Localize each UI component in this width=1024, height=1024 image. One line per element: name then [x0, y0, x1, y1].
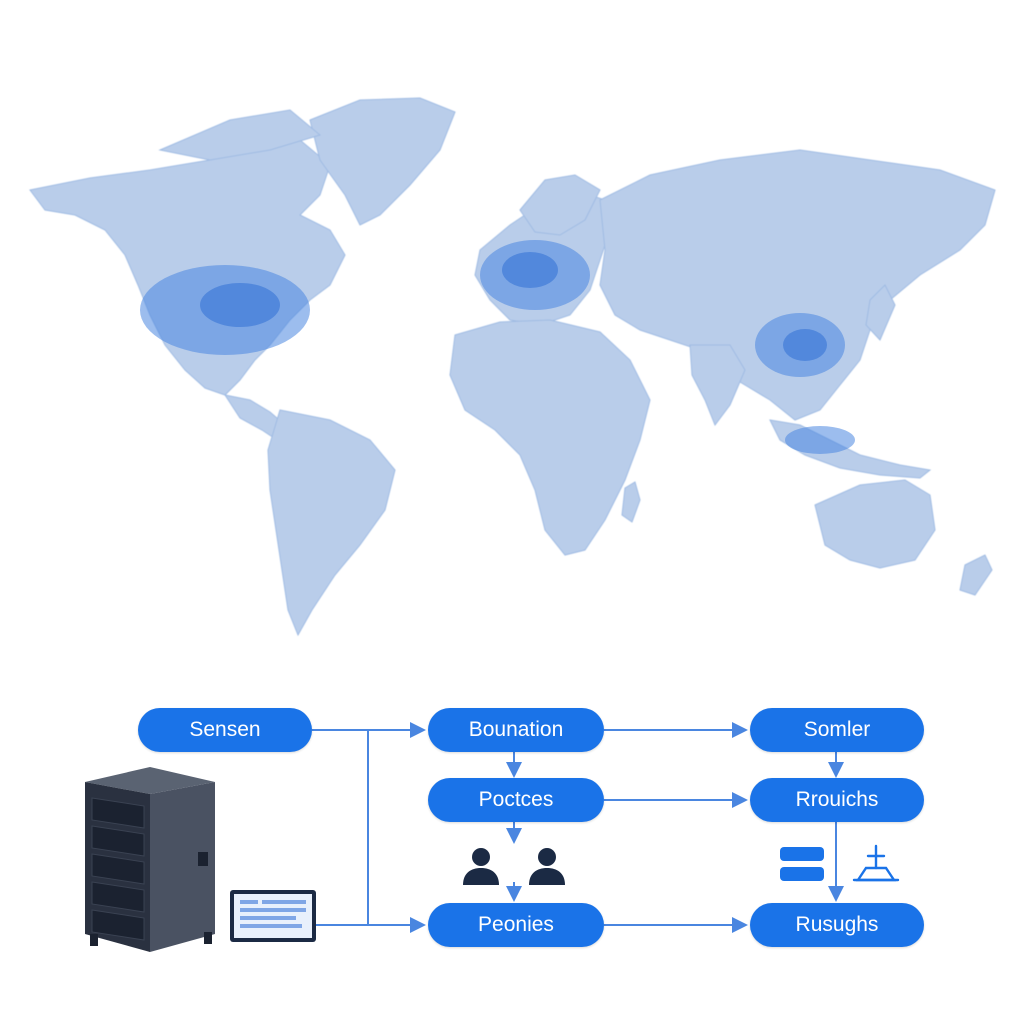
- node-rrouichs[interactable]: Rrouichs: [750, 778, 924, 822]
- activity-indonesia: [785, 426, 855, 454]
- node-peonies[interactable]: Peonies: [428, 903, 604, 947]
- activity-east-asia: [755, 313, 845, 377]
- antenna-icon: [852, 844, 900, 882]
- scandinavia: [519, 174, 601, 236]
- node-poctces[interactable]: Poctces: [428, 778, 604, 822]
- node-sensen[interactable]: Sensen: [138, 708, 312, 752]
- africa: [449, 319, 651, 556]
- node-somler[interactable]: Somler: [750, 708, 924, 752]
- connectors: [312, 722, 844, 933]
- new-zealand: [959, 554, 993, 596]
- japan: [865, 284, 896, 341]
- world-map: [29, 97, 996, 637]
- user-icon: [463, 848, 499, 885]
- north-america: [29, 139, 346, 396]
- india: [689, 344, 746, 427]
- australia: [814, 479, 936, 569]
- greenland: [309, 97, 456, 226]
- stack-icon: [780, 847, 824, 881]
- asia: [599, 149, 996, 421]
- process-diagram: Sensen Bounation Somler Poctces Rrouichs…: [0, 650, 1024, 1024]
- madagascar: [621, 481, 641, 523]
- activity-north-america: [140, 265, 310, 355]
- laptop-icon: [230, 890, 316, 942]
- arctic-islands: [158, 109, 322, 161]
- activity-europe: [480, 240, 590, 310]
- node-rusughs[interactable]: Rusughs: [750, 903, 924, 947]
- user-icon: [529, 848, 565, 885]
- node-bounation[interactable]: Bounation: [428, 708, 604, 752]
- south-america: [267, 409, 396, 637]
- server-tower-icon: [85, 767, 215, 952]
